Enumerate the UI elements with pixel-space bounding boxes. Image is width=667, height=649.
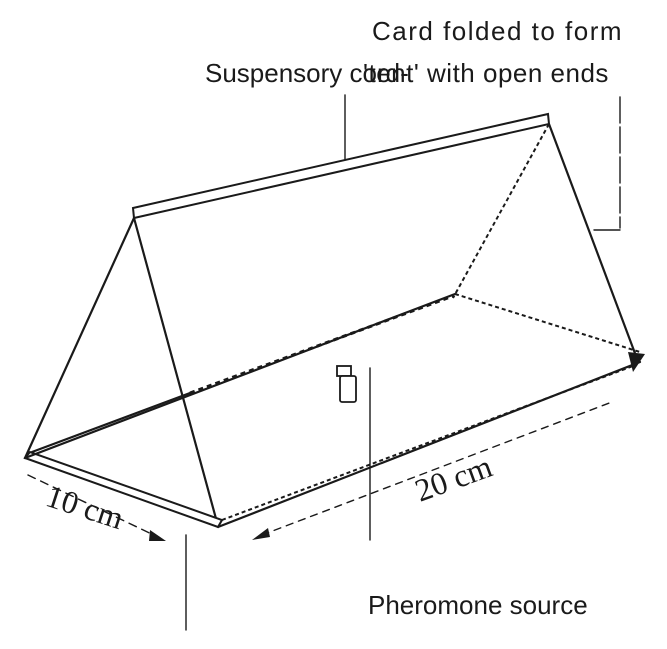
back-right-edge [547,122,638,358]
pheromone-vial [336,365,357,403]
pheromone-source-label: Pheromone source [368,590,588,620]
width-dimension-line [27,474,161,539]
right-base-inner [221,365,634,521]
ridge-fold [131,112,551,220]
length-dimension-label: 20 cm [410,448,497,509]
left-base-inner [30,391,192,454]
back-left-edge [452,123,550,299]
corner-fold [628,352,645,372]
left-base-side [23,292,457,460]
floor-crease-dashed [189,294,454,395]
card-folded-label-line2: 'tent' with open ends [363,58,609,88]
length-dimension-line [261,401,613,536]
front-left-edge [23,216,136,460]
front-right-edge [132,216,220,528]
length-arrowhead-left [252,528,270,540]
suspensory-cord-label: Suspensory cord- [205,58,409,88]
card-folded-label-line1: Card folded to form [372,16,624,46]
width-arrowhead-right [149,530,166,541]
back-base-edge [454,293,641,353]
